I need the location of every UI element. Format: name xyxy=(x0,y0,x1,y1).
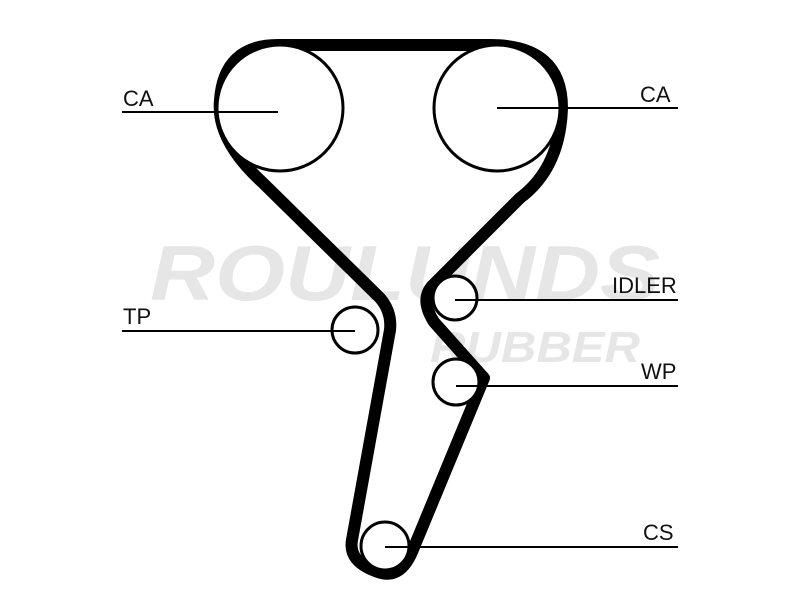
camshaft-pulley-left xyxy=(215,43,345,173)
water-pump-pulley xyxy=(431,357,481,407)
label-ca-right: CA xyxy=(640,82,671,107)
label-tp: TP xyxy=(123,304,151,329)
label-ca-left: CA xyxy=(123,86,154,111)
watermark-line1: ROULUNDS xyxy=(150,229,660,317)
label-wp: WP xyxy=(641,359,676,384)
label-idler: IDLER xyxy=(612,273,677,298)
idler-pulley xyxy=(431,274,479,322)
label-cs: CS xyxy=(643,520,674,545)
